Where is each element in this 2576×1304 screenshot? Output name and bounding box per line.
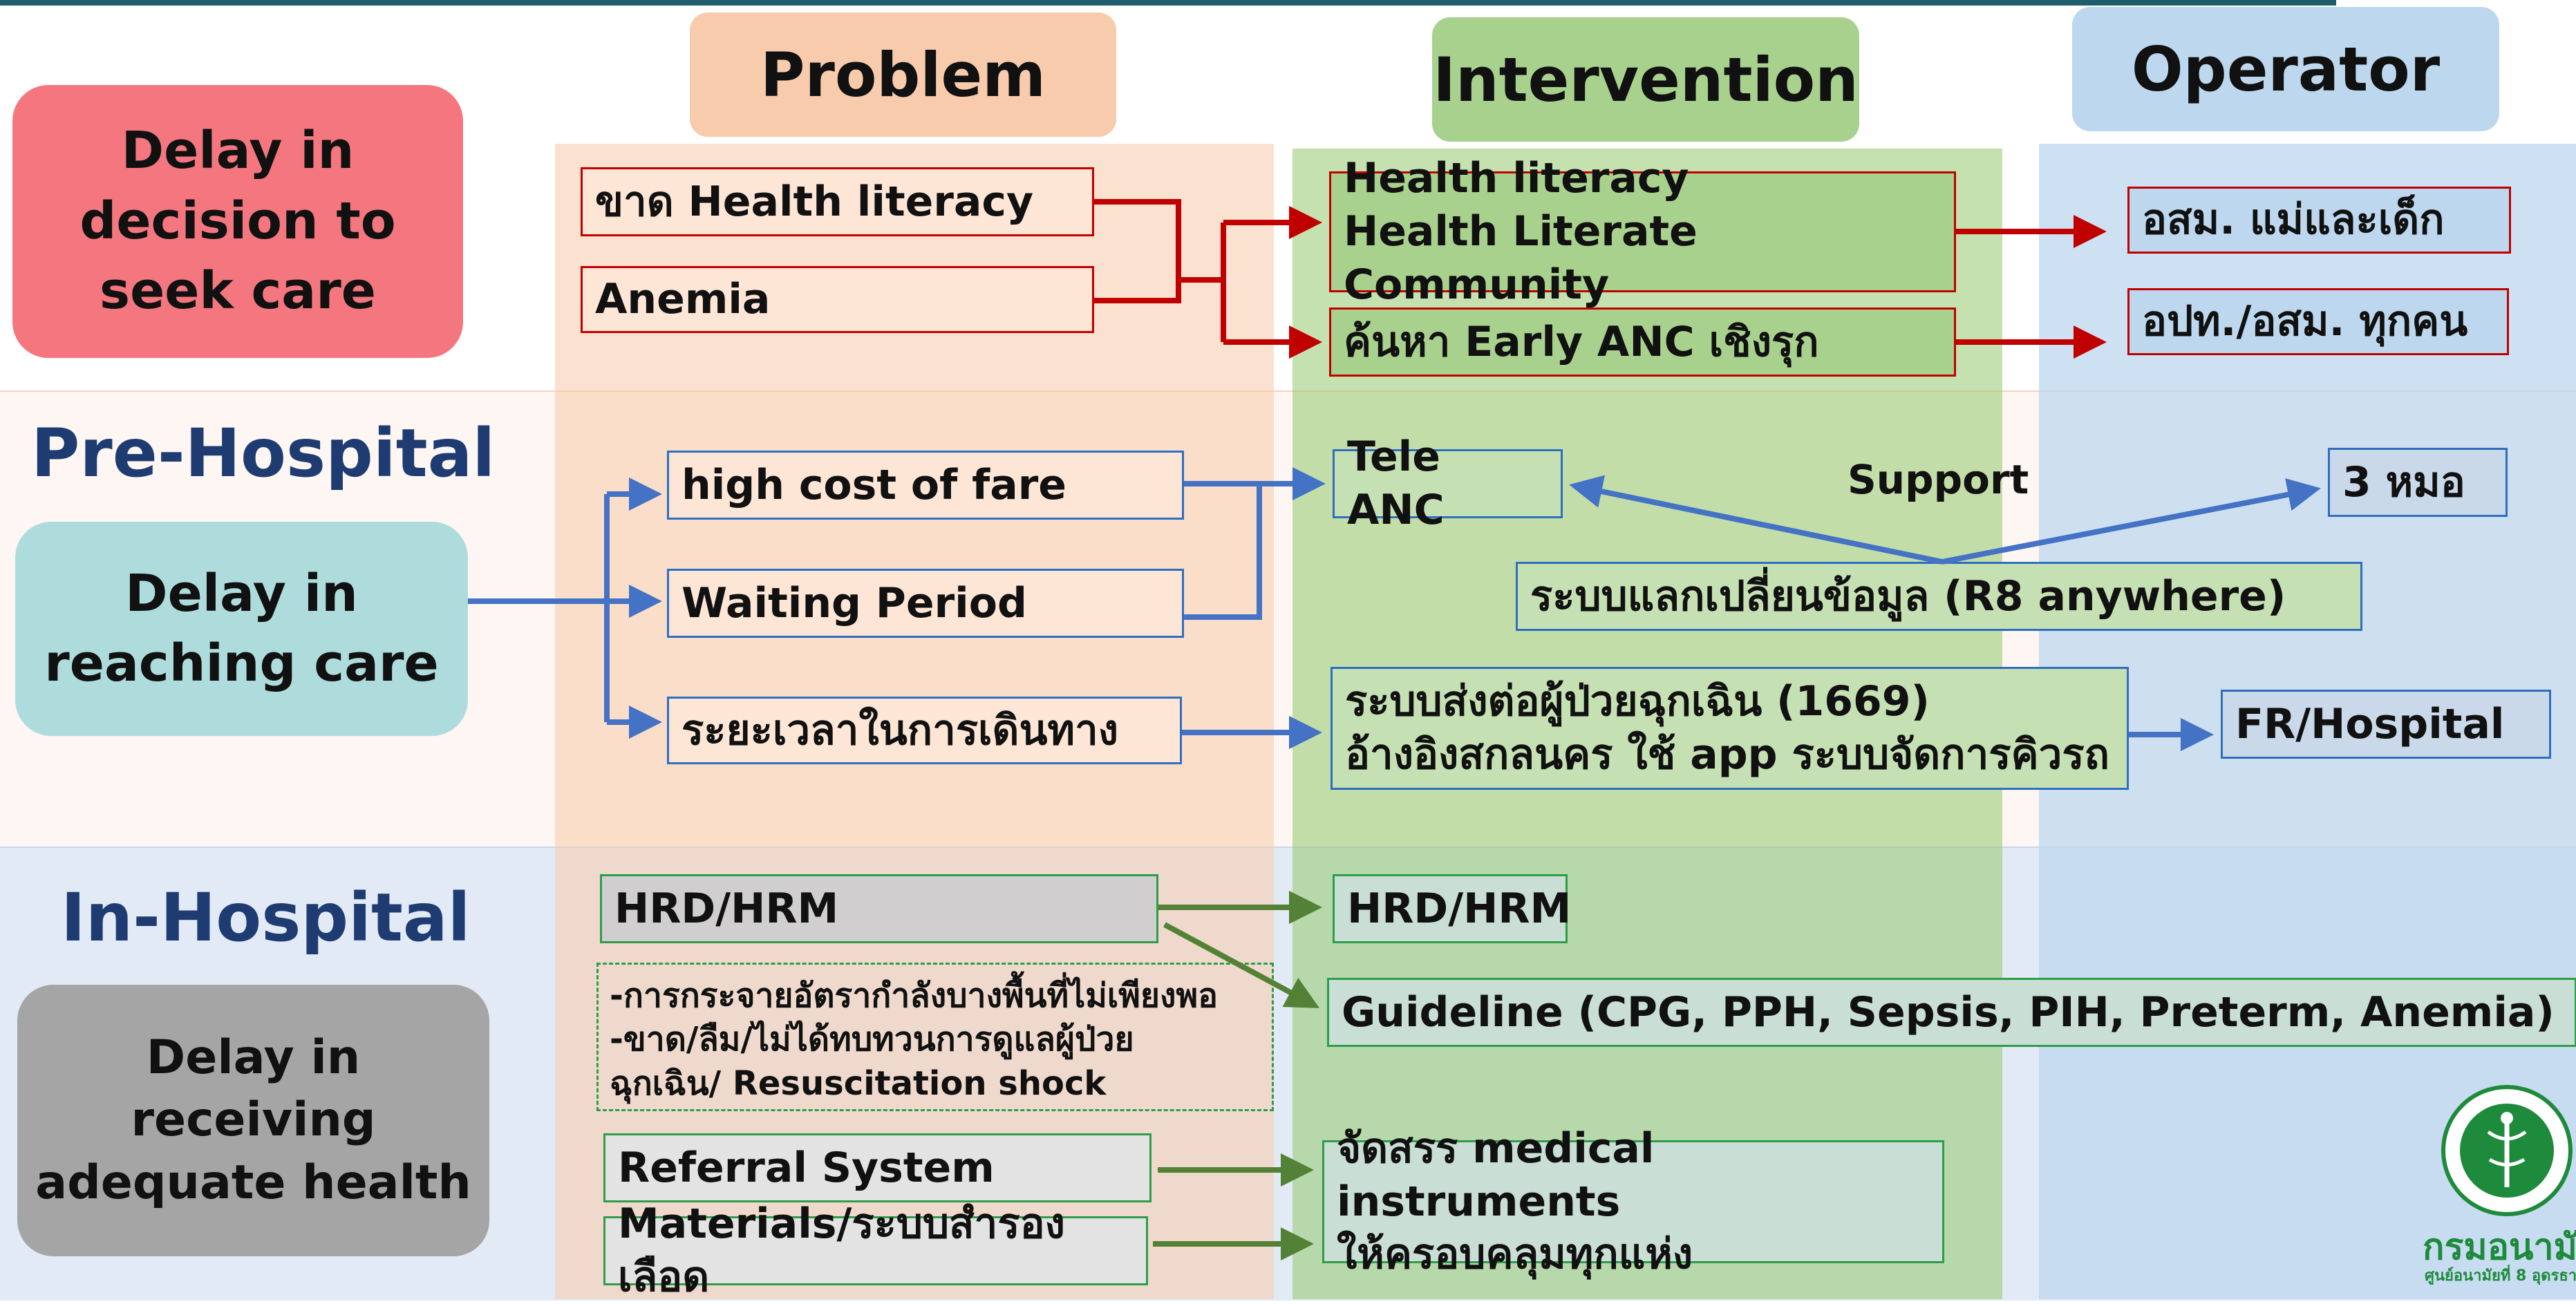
stage-decision-to-seek-care: Delay in decision to seek care: [12, 85, 463, 358]
operator-osm-mother-child: อสม. แม่และเด็ก: [2127, 187, 2511, 254]
problem-hrd-hrm: HRD/HRM: [600, 874, 1158, 943]
blue-connectors: [468, 467, 2321, 751]
problem-anemia: Anemia: [581, 266, 1094, 333]
green-connectors: [1153, 891, 1322, 1260]
problem-high-cost-of-fare: high cost of fare: [667, 451, 1184, 520]
problem-health-literacy: ขาด Health literacy: [581, 167, 1094, 236]
pre-hospital-label: Pre-Hospital: [31, 415, 496, 492]
operator-fr-hospital: FR/Hospital: [2221, 690, 2551, 759]
ministry-subtitle: ศูนย์อนามัยที่ 8 อุดรธานี: [2425, 1267, 2576, 1285]
support-label: Support: [1848, 456, 2029, 503]
operator-header: Operator: [2072, 7, 2499, 131]
problem-waiting-period: Waiting Period: [667, 569, 1184, 638]
intervention-medical-instruments: จัดสรร medical instruments ให้ครอบคลุมทุ…: [1322, 1124, 1944, 1278]
operator-opt-osm-all: อปท./อสม. ทุกคน: [2127, 288, 2509, 355]
ministry-name: กรมอนามัย: [2423, 1227, 2576, 1268]
intervention-header: Intervention: [1432, 17, 1859, 142]
stage-reaching-care: Delay in reaching care: [15, 522, 468, 736]
red-connectors: [1094, 199, 2107, 359]
operator-three-doctors: 3 หมอ: [2328, 448, 2508, 517]
intervention-emergency-referral: ระบบส่งต่อผู้ป่วยฉุกเฉิน (1669) อ้างอิงส…: [1331, 667, 2129, 790]
in-hospital-label: In-Hospital: [61, 879, 471, 956]
problem-referral-system: Referral System: [603, 1133, 1151, 1202]
problem-header: Problem: [690, 12, 1116, 137]
intervention-guideline: Guideline (CPG, PPH, Sepsis, PIH, Preter…: [1327, 978, 2576, 1047]
intervention-data-exchange: ระบบแลกเปลี่ยนข้อมูล (R8 anywhere): [1516, 562, 2362, 631]
intervention-early-anc: ค้นหา Early ANC เชิงรุก: [1329, 308, 1956, 377]
intervention-hrd-hrm: HRD/HRM: [1333, 874, 1571, 943]
stage-receiving-adequate-health: Delay in receiving adequate health: [17, 985, 489, 1256]
problem-travel-time: ระยะเวลาในการเดินทาง: [667, 697, 1182, 764]
problem-hrd-note: -การกระจายอัตรากำลังบางพื้นที่ไม่เพียงพอ…: [596, 963, 1274, 1111]
top-strip: [0, 0, 2336, 6]
ministry-logo-emblem: [2441, 1085, 2573, 1216]
